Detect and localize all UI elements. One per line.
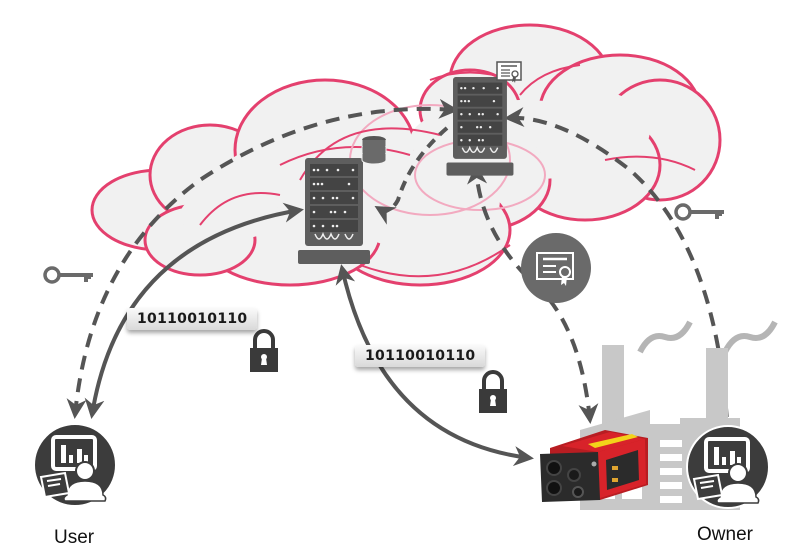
key-icon (674, 203, 726, 221)
user-actor[interactable] (32, 422, 118, 508)
industrial-sensor-device (540, 430, 648, 502)
database-icon (361, 136, 387, 165)
dashed-arrow-device-to-secondary (467, 164, 599, 424)
dashboard-user-icon (685, 424, 771, 510)
owner-actor[interactable] (685, 424, 771, 510)
certificate-badge-icon (521, 233, 591, 303)
certificate-icon (496, 61, 522, 84)
key-icon (43, 266, 95, 284)
user-label: User (54, 527, 95, 548)
owner-label: Owner (697, 524, 753, 545)
solid-arrow-primary-to-user (84, 202, 304, 419)
arrows (66, 98, 730, 467)
dashboard-user-icon (32, 422, 118, 508)
dashed-arrow-user-to-secondary (66, 98, 459, 419)
data-transfer-label-user: 10110010110 (127, 308, 258, 330)
solid-arrow-primary-to-device (335, 264, 534, 467)
dashed-arrow-secondary-to-primary (374, 126, 449, 225)
data-transfer-label-device: 10110010110 (355, 345, 486, 367)
lock-icon (248, 329, 280, 374)
lock-icon (477, 370, 509, 415)
